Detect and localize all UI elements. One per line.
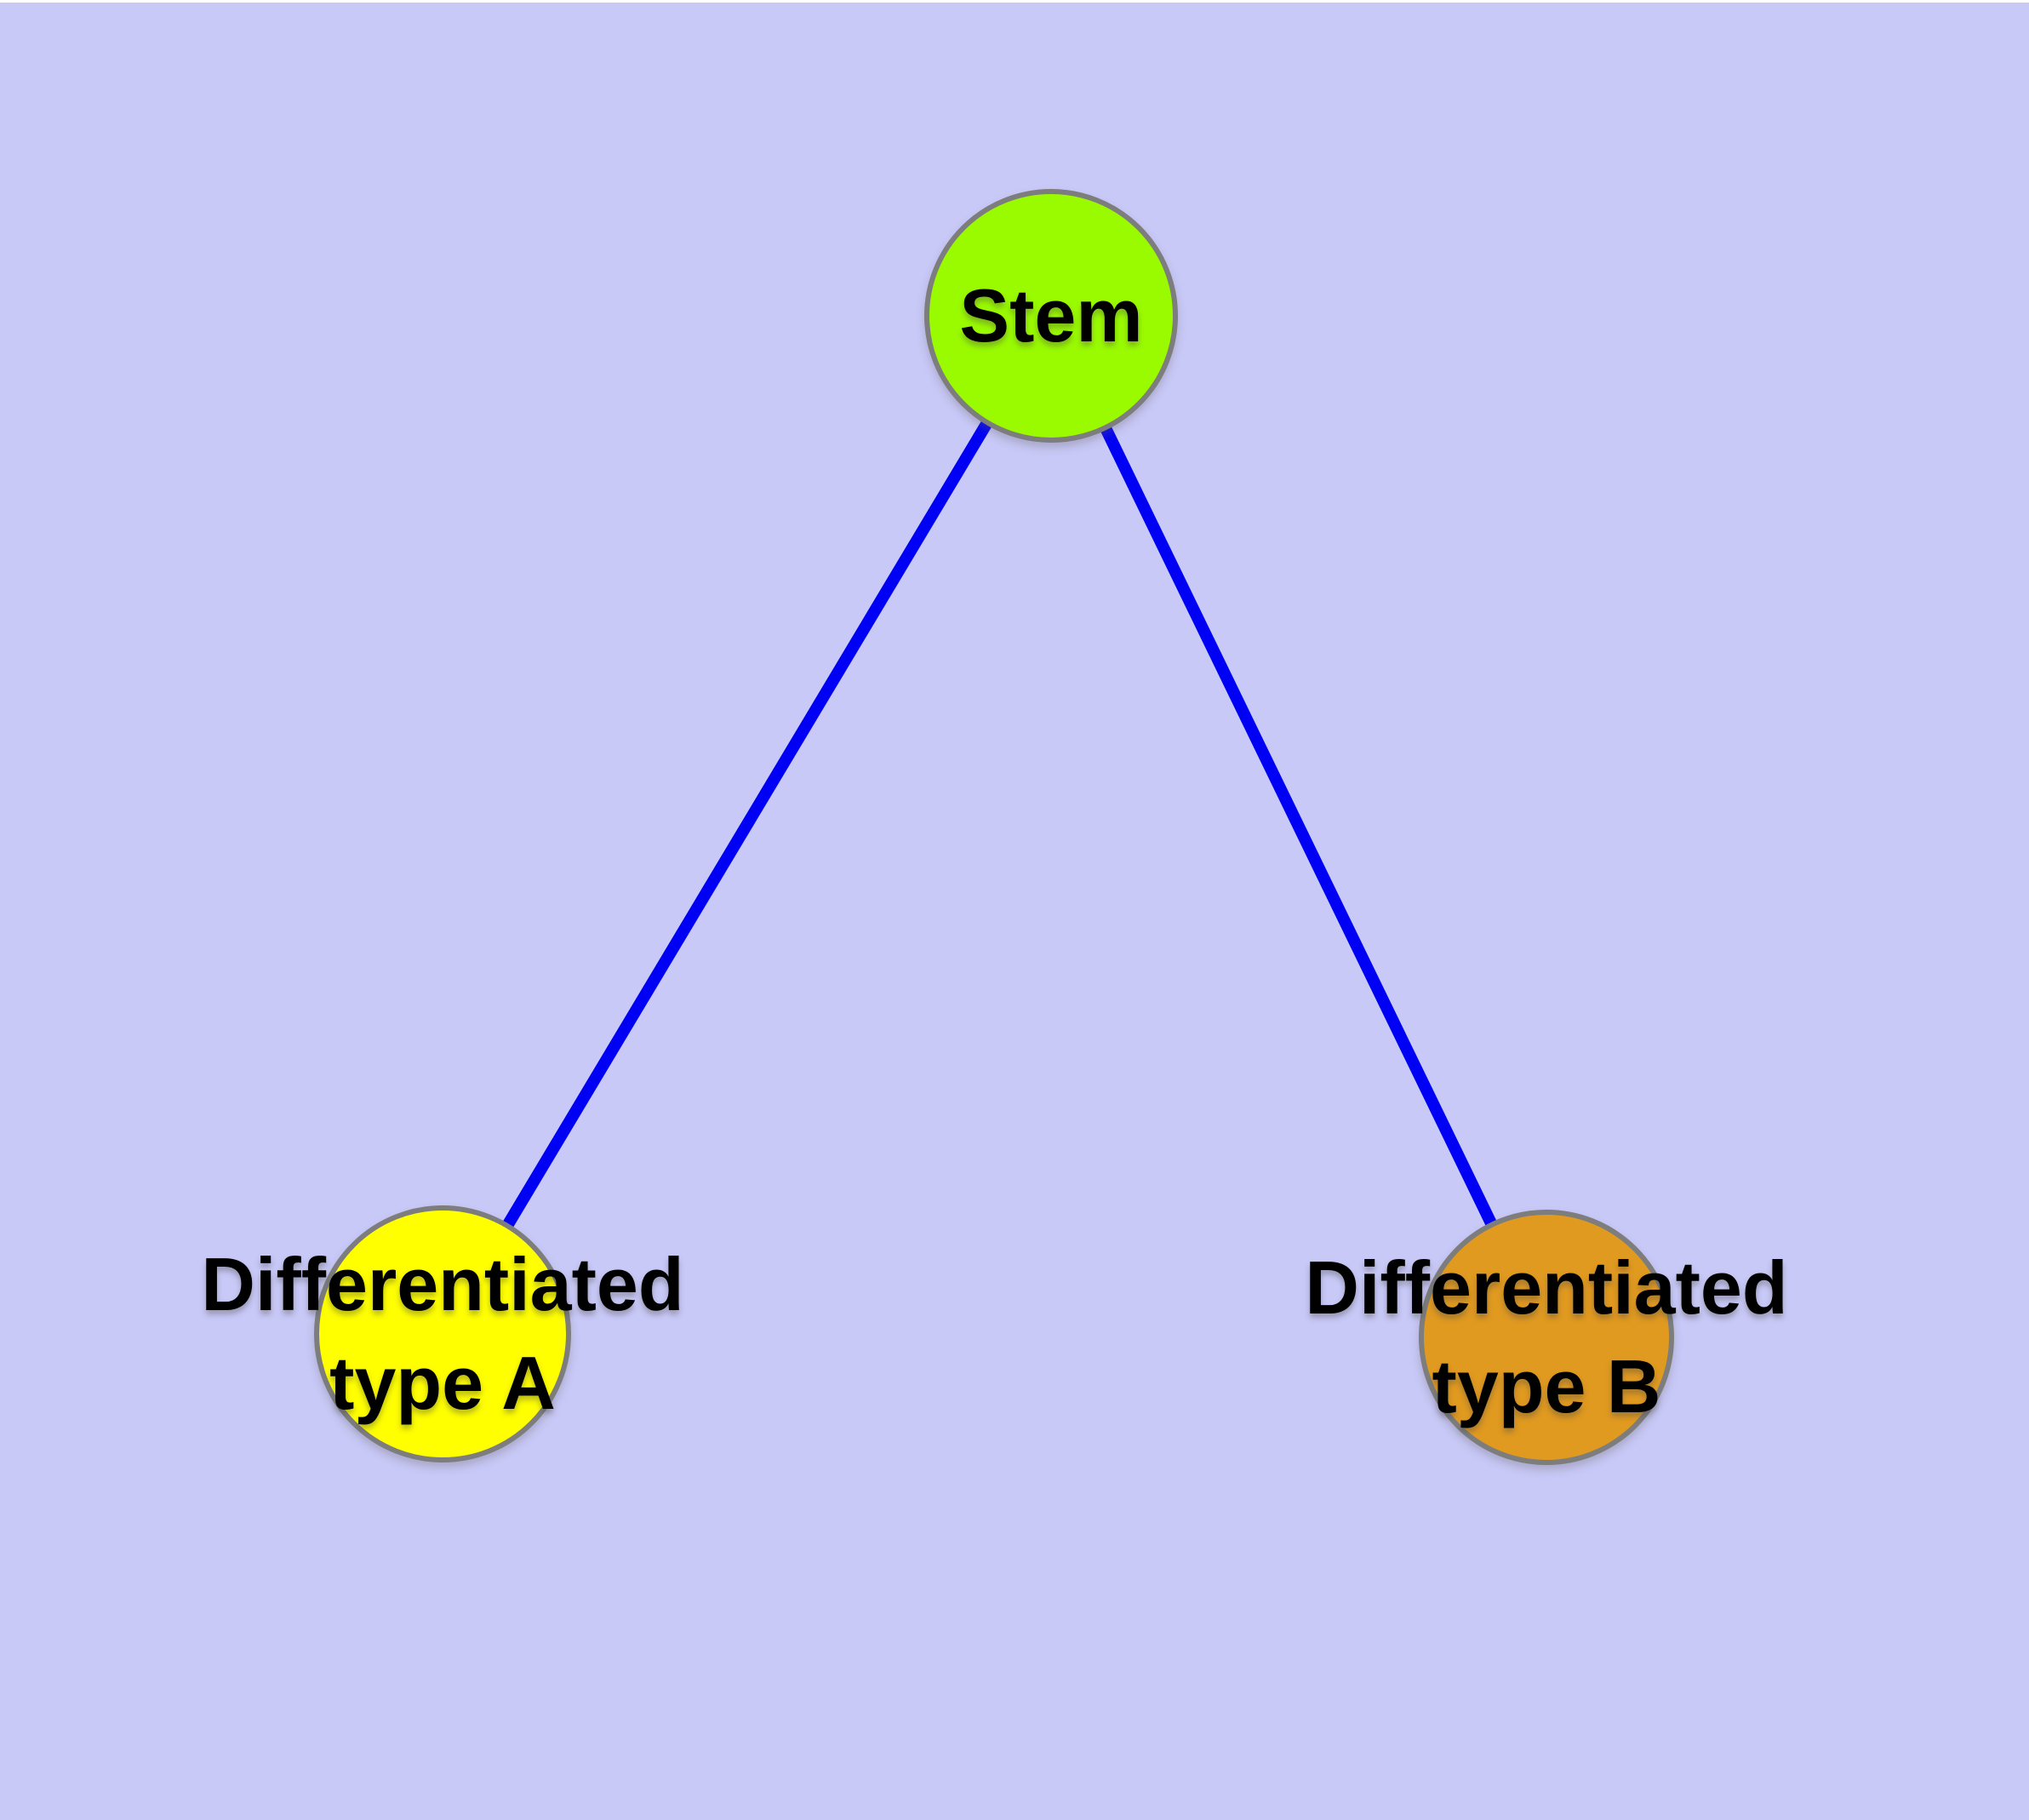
label-line: type B bbox=[1432, 1344, 1661, 1428]
label-line: type A bbox=[329, 1341, 556, 1425]
edge-stem-to-differentiated-type-b bbox=[1045, 312, 1552, 1341]
node-label-differentiated-type-a: Differentiated type A bbox=[201, 1235, 683, 1433]
node-label-differentiated-type-b: Differentiated type B bbox=[1305, 1239, 1787, 1436]
label-line: Differentiated bbox=[201, 1242, 684, 1326]
node-differentiated-type-a bbox=[314, 1205, 571, 1462]
node-label-stem: Stem bbox=[959, 266, 1142, 365]
edge-layer bbox=[437, 312, 1552, 1341]
label-line: Stem bbox=[959, 273, 1143, 358]
edge-stem-to-differentiated-type-a bbox=[437, 312, 1057, 1337]
label-line: Differentiated bbox=[1305, 1245, 1788, 1330]
node-stem bbox=[924, 189, 1178, 443]
node-differentiated-type-b bbox=[1419, 1210, 1674, 1465]
